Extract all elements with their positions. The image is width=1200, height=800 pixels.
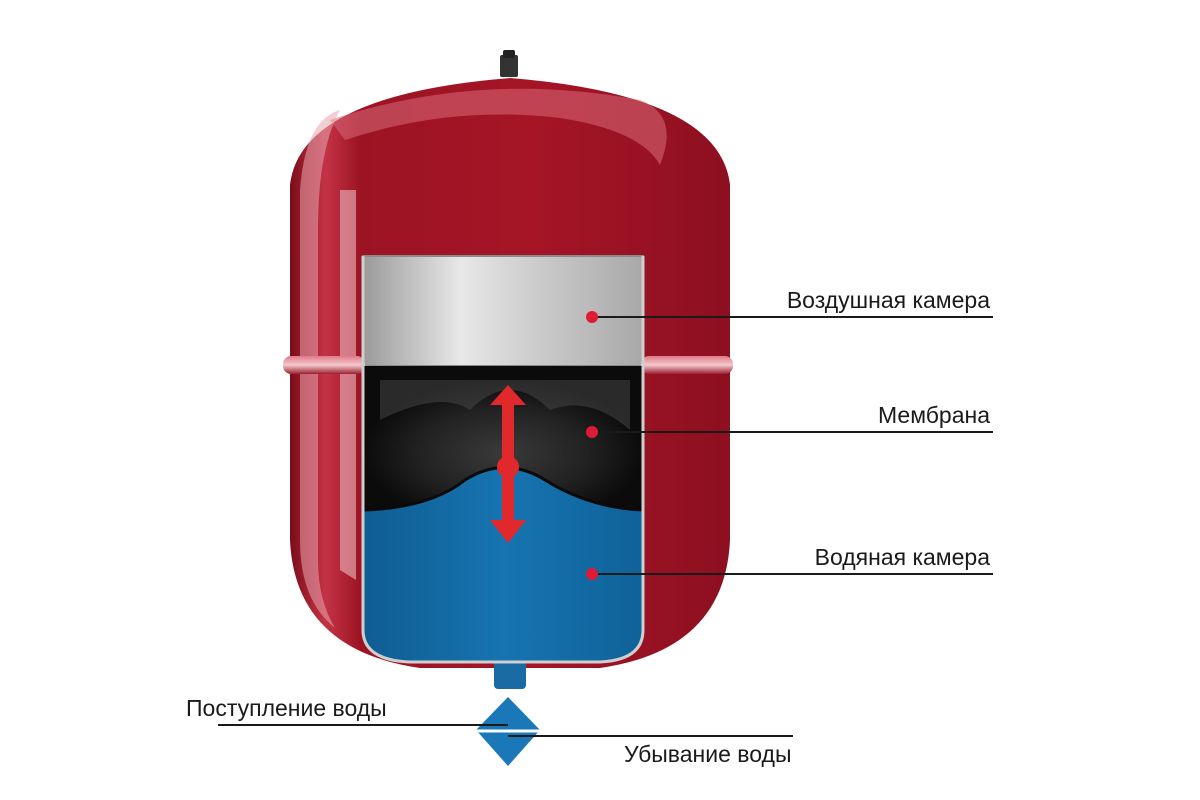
top-nipple-cap	[503, 50, 515, 58]
leader-water-chamber	[586, 568, 993, 580]
label-water-chamber: Водяная камера	[815, 544, 991, 570]
leader-membrane	[586, 426, 993, 438]
tank-highlight-side	[300, 110, 340, 628]
inner-chamber-outline	[361, 256, 645, 664]
flange-ring-right	[641, 356, 733, 374]
water-chamber	[363, 467, 643, 662]
tank-highlight-stripe	[340, 190, 356, 580]
air-chamber	[362, 255, 644, 367]
diamond-valve-icon	[476, 697, 540, 766]
double-arrow-vertical-icon	[490, 385, 526, 543]
label-water-outflow: Убывание воды	[624, 741, 792, 767]
leader-air-chamber	[586, 311, 993, 323]
membrane-shadow	[380, 380, 630, 430]
tank-highlight-top	[330, 88, 667, 165]
label-membrane: Мембрана	[878, 402, 990, 428]
top-nipple	[500, 55, 518, 77]
flange-ring-left	[283, 356, 365, 374]
label-air-chamber: Воздушная камера	[787, 287, 990, 313]
label-water-inflow: Поступление воды	[186, 695, 387, 721]
